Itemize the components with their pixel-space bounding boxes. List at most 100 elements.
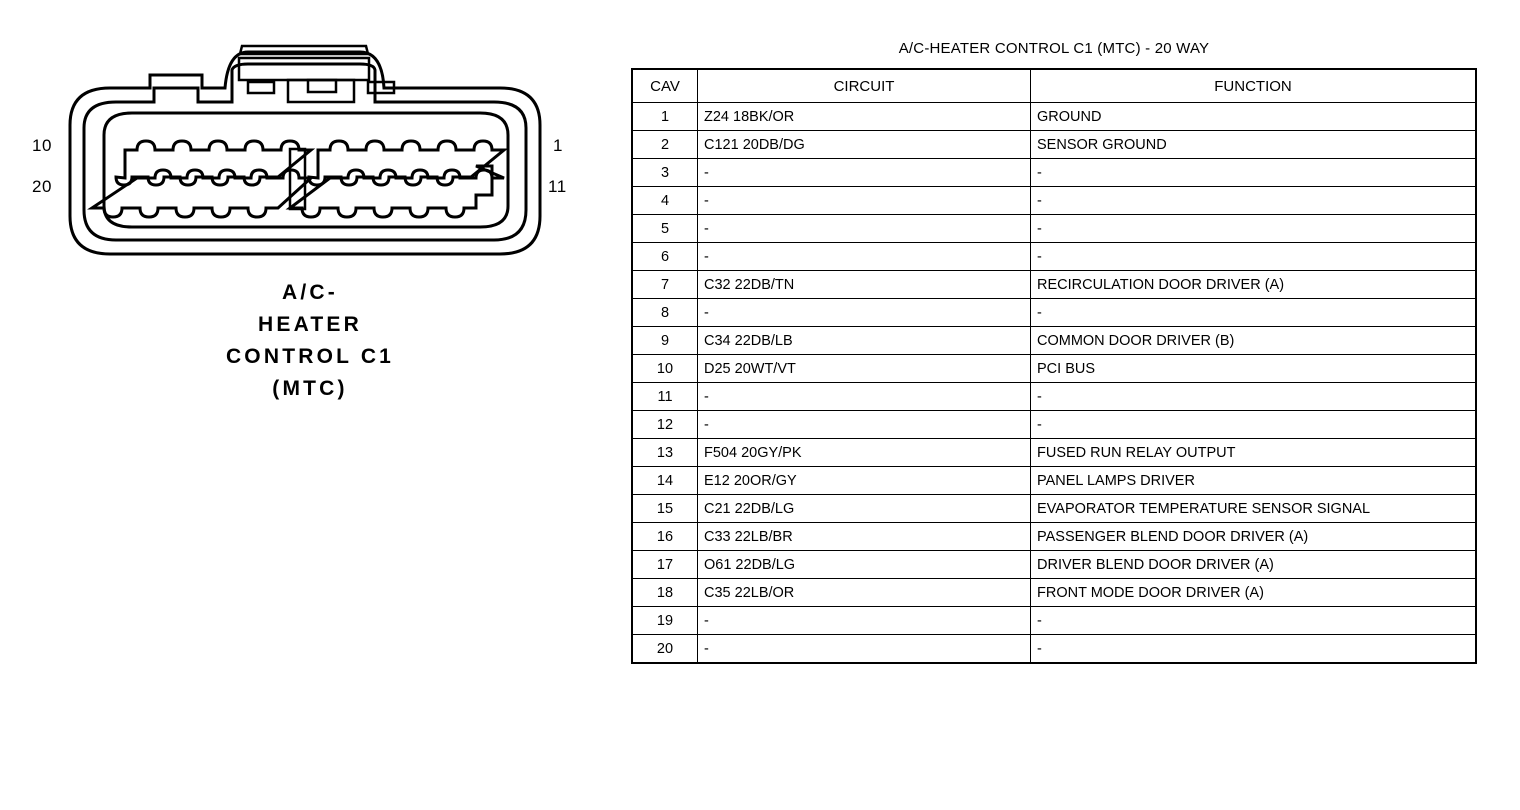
circuit-cell: - <box>697 382 1031 411</box>
cav-cell: 12 <box>632 410 698 439</box>
cav-cell: 13 <box>632 438 698 467</box>
circuit-cell: O61 22DB/LG <box>697 550 1031 579</box>
column-header-function: FUNCTION <box>1030 69 1476 103</box>
table-row: 3-- <box>632 158 1476 187</box>
terminal-bank-left-lower <box>87 168 315 219</box>
cav-cell: 4 <box>632 186 698 215</box>
connector-latch-slot-center-inner <box>306 78 338 94</box>
connector-latch-slot-right <box>366 80 396 95</box>
function-cell: - <box>1030 298 1476 327</box>
circuit-cell: F504 20GY/PK <box>697 438 1031 467</box>
cav-cell: 20 <box>632 634 698 663</box>
column-header-circuit: CIRCUIT <box>697 69 1031 103</box>
circuit-cell: - <box>697 214 1031 243</box>
circuit-cell: C35 22LB/OR <box>697 578 1031 607</box>
cav-cell: 15 <box>632 494 698 523</box>
circuit-cell: - <box>697 410 1031 439</box>
connector-shell-outer <box>68 50 542 256</box>
column-header-cav: CAV <box>632 69 698 103</box>
circuit-cell: C32 22DB/TN <box>697 270 1031 299</box>
function-cell: DRIVER BLEND DOOR DRIVER (A) <box>1030 550 1476 579</box>
circuit-cell: Z24 18BK/OR <box>697 102 1031 131</box>
terminal-bank-right-lower <box>285 164 505 219</box>
table-header: CAV CIRCUIT FUNCTION <box>632 69 1476 103</box>
function-cell: - <box>1030 242 1476 271</box>
caption-line-2: HEATER <box>258 313 362 336</box>
terminal-bank-right <box>307 139 509 187</box>
connector-illustration-panel: 10 20 1 11 A/C- HEATER CONTROL C1 (MTC) <box>0 0 620 810</box>
table-row: 5-- <box>632 214 1476 243</box>
cav-cell: 7 <box>632 270 698 299</box>
function-cell: FRONT MODE DOOR DRIVER (A) <box>1030 578 1476 607</box>
cav-cell: 5 <box>632 214 698 243</box>
table-row: 6-- <box>632 242 1476 271</box>
caption-line-1: A/C- <box>282 281 338 304</box>
cav-cell: 10 <box>632 354 698 383</box>
table-row: 20-- <box>632 634 1476 663</box>
circuit-cell: E12 20OR/GY <box>697 466 1031 495</box>
pinout-table-panel: A/C-HEATER CONTROL C1 (MTC) - 20 WAY CAV… <box>631 40 1477 664</box>
function-cell: - <box>1030 606 1476 635</box>
cav-cell: 3 <box>632 158 698 187</box>
function-cell: PASSENGER BLEND DOOR DRIVER (A) <box>1030 522 1476 551</box>
circuit-cell: C121 20DB/DG <box>697 130 1031 159</box>
table-header-row: CAV CIRCUIT FUNCTION <box>632 69 1476 103</box>
cav-cell: 14 <box>632 466 698 495</box>
function-cell: - <box>1030 186 1476 215</box>
function-cell: EVAPORATOR TEMPERATURE SENSOR SIGNAL <box>1030 494 1476 523</box>
pin-number-bottom-right: 11 <box>548 177 567 196</box>
circuit-cell: C33 22LB/BR <box>697 522 1031 551</box>
cav-cell: 2 <box>632 130 698 159</box>
cav-cell: 6 <box>632 242 698 271</box>
table-title: A/C-HEATER CONTROL C1 (MTC) - 20 WAY <box>898 40 1210 57</box>
table-row: 8-- <box>632 298 1476 327</box>
function-cell: - <box>1030 382 1476 411</box>
circuit-cell: C21 22DB/LG <box>697 494 1031 523</box>
circuit-cell: - <box>697 186 1031 215</box>
function-cell: - <box>1030 634 1476 663</box>
cav-cell: 19 <box>632 606 698 635</box>
circuit-cell: C34 22DB/LB <box>697 326 1031 355</box>
function-cell: FUSED RUN RELAY OUTPUT <box>1030 438 1476 467</box>
function-cell: - <box>1030 214 1476 243</box>
terminal-bank-left <box>114 139 316 187</box>
circuit-cell: D25 20WT/VT <box>697 354 1031 383</box>
table-row: 4-- <box>632 186 1476 215</box>
table-row: 11-- <box>632 382 1476 411</box>
connector-shell-middle <box>82 62 528 242</box>
connector-body-drawing <box>68 44 542 256</box>
function-cell: - <box>1030 410 1476 439</box>
circuit-cell: - <box>697 606 1031 635</box>
connector-latch-slot-left <box>246 80 276 95</box>
table-row: 19-- <box>632 606 1476 635</box>
connector-latch-panel <box>237 56 371 82</box>
function-cell: RECIRCULATION DOOR DRIVER (A) <box>1030 270 1476 299</box>
connector-shell-inner <box>102 111 510 229</box>
table-row: 12-- <box>632 410 1476 439</box>
pin-number-bottom-left: 20 <box>32 177 52 196</box>
circuit-cell: - <box>697 158 1031 187</box>
pin-number-top-right: 1 <box>553 136 563 155</box>
cav-cell: 11 <box>632 382 698 411</box>
function-cell: - <box>1030 158 1476 187</box>
function-cell: PANEL LAMPS DRIVER <box>1030 466 1476 495</box>
function-cell: GROUND <box>1030 102 1476 131</box>
cav-cell: 8 <box>632 298 698 327</box>
cav-cell: 18 <box>632 578 698 607</box>
connector-latch-cap <box>238 44 370 56</box>
connector-caption: A/C- HEATER CONTROL C1 (MTC) <box>120 277 500 405</box>
circuit-cell: - <box>697 298 1031 327</box>
function-cell: SENSOR GROUND <box>1030 130 1476 159</box>
circuit-cell: - <box>697 634 1031 663</box>
